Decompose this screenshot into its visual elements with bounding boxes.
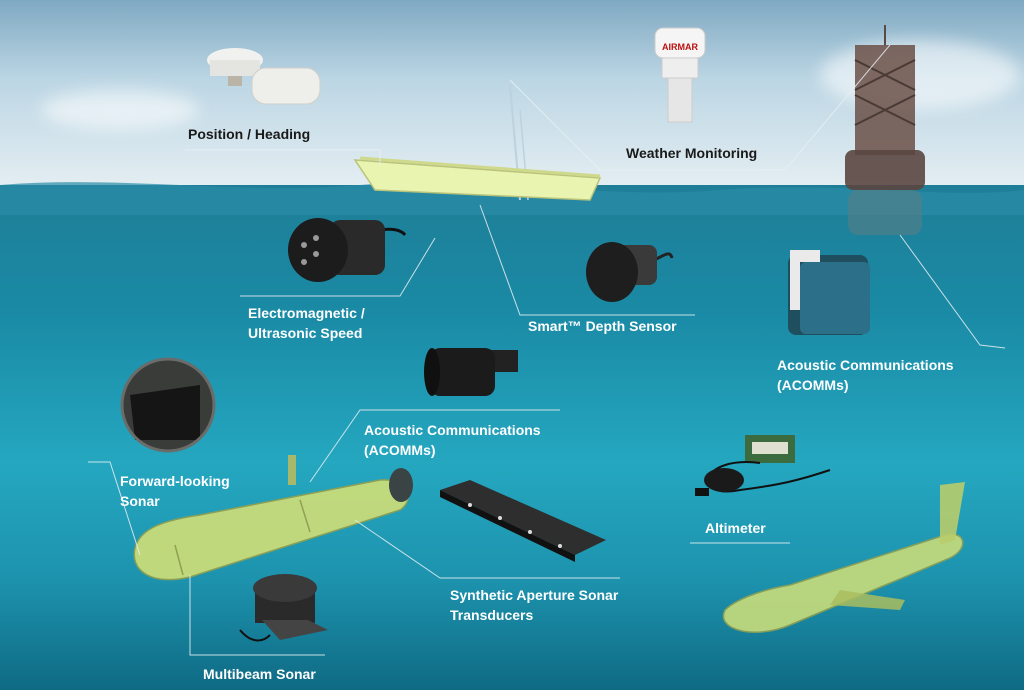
glider-right — [722, 482, 965, 633]
label-acomms-center: Acoustic Communications (ACOMMs) — [364, 422, 541, 458]
auv-left — [133, 455, 413, 581]
acomm-modem-image — [788, 250, 870, 335]
em-speed-sensor-image — [288, 218, 407, 282]
label-position-heading: Position / Heading — [188, 126, 311, 142]
wave-surface — [0, 182, 1024, 215]
label-sas: Synthetic Aperture Sonar Transducers — [450, 587, 619, 623]
label-altimeter: Altimeter — [705, 520, 766, 536]
survey-boat — [353, 84, 602, 201]
label-multibeam: Multibeam Sonar — [203, 666, 316, 682]
weather-station-image — [654, 27, 706, 123]
acomm-transducer-image — [424, 348, 518, 396]
gps-antenna-image — [207, 48, 321, 105]
label-weather-monitoring: Weather Monitoring — [626, 145, 758, 161]
forward-sonar-image — [120, 357, 216, 453]
cloud — [820, 40, 1020, 110]
label-smart-depth: Smart™ Depth Sensor — [528, 318, 677, 334]
callout-lines — [88, 44, 1006, 656]
label-em-speed: Electromagnetic / Ultrasonic Speed — [248, 305, 365, 341]
cloud — [40, 90, 200, 130]
navigation-buoy — [845, 25, 925, 235]
sas-transducer-image — [440, 480, 606, 562]
label-forward-sonar: Forward-looking Sonar — [120, 473, 230, 509]
multibeam-sonar-image — [239, 574, 328, 642]
altimeter-image — [695, 435, 831, 496]
depth-sensor-image — [586, 242, 674, 302]
airmar-logo: AIRMAR — [662, 42, 698, 52]
label-acomms-right: Acoustic Communications (ACOMMs) — [777, 357, 954, 393]
